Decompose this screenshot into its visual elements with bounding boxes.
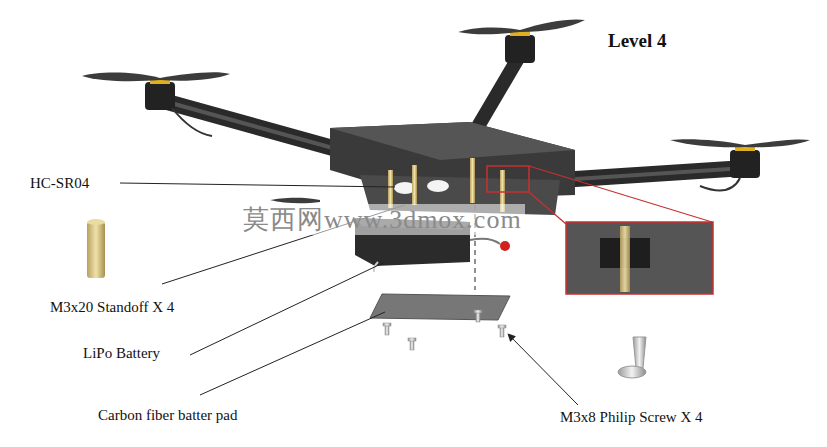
- carbon-pad: [370, 294, 510, 320]
- zoom-inset: [566, 222, 713, 294]
- screws: [383, 310, 506, 350]
- body-top: [330, 122, 575, 160]
- leader-lines: [120, 183, 578, 405]
- watermark: 莫西网www.3dmox.com: [240, 204, 525, 235]
- propellers: [82, 19, 810, 203]
- figure-title: Level 4: [608, 30, 667, 53]
- part-label: Carbon fiber batter pad: [98, 406, 238, 424]
- part-label: M3x20 Standoff X 4: [50, 298, 174, 316]
- part-label: HC-SR04: [30, 174, 89, 192]
- standoff-icon: [87, 219, 105, 278]
- screw-icon: [618, 337, 646, 378]
- part-label: LiPo Battery: [83, 344, 160, 362]
- motors: [145, 30, 760, 191]
- part-label: M3x8 Philip Screw X 4: [560, 408, 703, 426]
